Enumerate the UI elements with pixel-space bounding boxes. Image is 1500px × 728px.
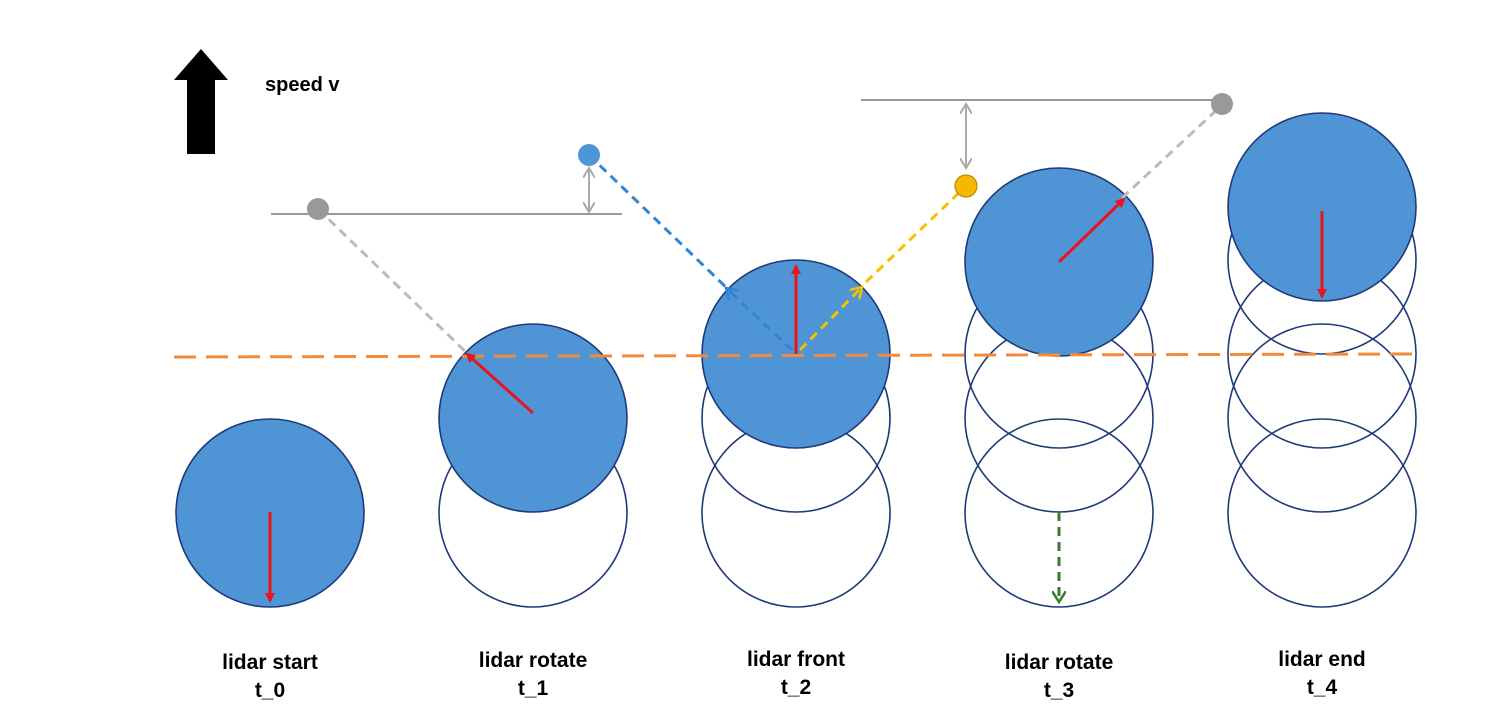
grey-ray-t1 <box>316 207 472 358</box>
front-reference-line <box>173 352 1416 359</box>
speed-arrow-icon <box>174 49 228 154</box>
stage-label-t3: lidar rotate <box>1005 651 1114 674</box>
blue-point <box>578 144 600 166</box>
stage-label-t2: lidar front <box>747 648 845 671</box>
blue-ray-t2 <box>587 153 735 296</box>
blue-ray-t2-return <box>726 288 794 352</box>
yellow-ray-t2-out <box>864 184 968 284</box>
grey-ray-t3 <box>1120 103 1224 200</box>
ghost-circle-t4-b <box>1227 323 1417 513</box>
ghost-circle-t3-a <box>964 418 1154 608</box>
direction-arrow-t1 <box>465 352 534 415</box>
yellow-point <box>954 174 978 198</box>
stage-time-t0: t_0 <box>255 679 285 702</box>
stage-label-t4: lidar end <box>1278 648 1366 671</box>
stage-time-t3: t_3 <box>1044 679 1074 702</box>
direction-arrow-t3 <box>1057 197 1126 264</box>
grey-point-left <box>307 198 329 220</box>
grey-point-right <box>1211 93 1233 115</box>
ghost-circle-t4-a <box>1227 418 1417 608</box>
lidar-circle-t4 <box>1227 112 1417 302</box>
lidar-circle-t1 <box>438 323 628 513</box>
stage-labels: lidar start t_0 lidar rotate t_1 lidar f… <box>222 648 1366 702</box>
stage-label-t0: lidar start <box>222 651 318 674</box>
speed-label: speed v <box>265 74 340 96</box>
stage-time-t4: t_4 <box>1307 676 1338 699</box>
stage-time-t1: t_1 <box>518 677 549 700</box>
stage-label-t1: lidar rotate <box>479 649 588 672</box>
stage-time-t2: t_2 <box>781 676 811 699</box>
